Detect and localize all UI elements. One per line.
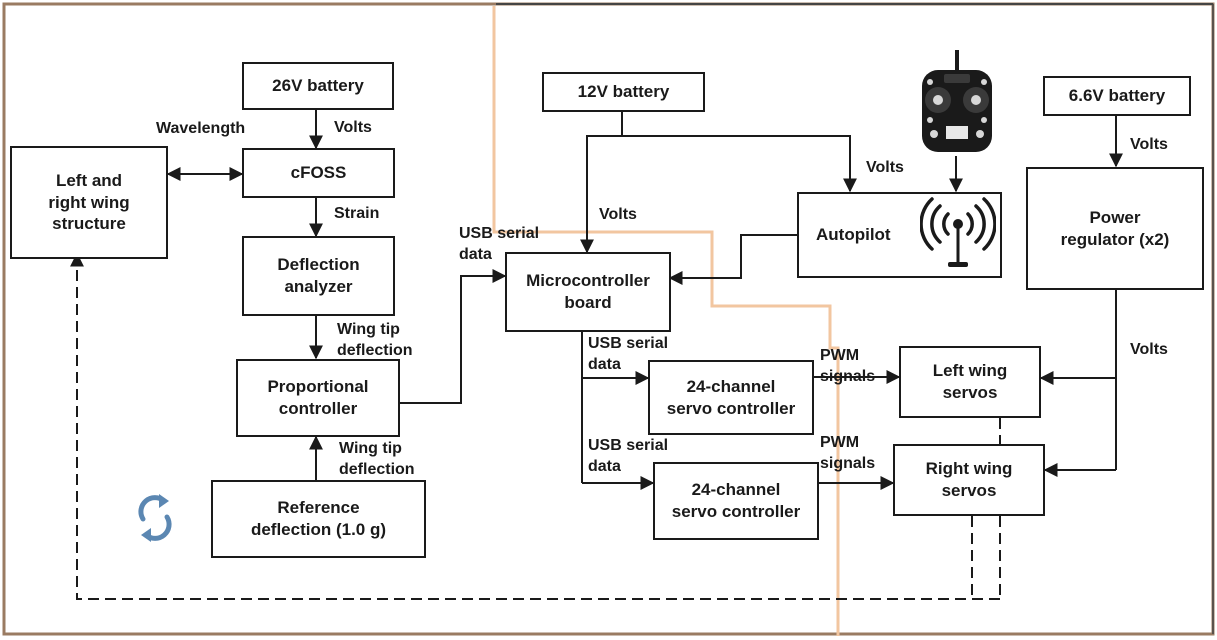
battery-26v-block: 26V battery <box>242 62 394 110</box>
label-volts-mcu: Volts <box>599 206 637 223</box>
servo-controller-top-block: 24-channel servo controller <box>648 360 814 435</box>
microcontroller-block: Microcontroller board <box>505 252 671 332</box>
right-wing-servos-block: Right wing servos <box>893 444 1045 516</box>
label-volts-cfoss: Volts <box>334 119 372 136</box>
battery-12v-block: 12V battery <box>542 72 705 112</box>
label-volts-autopilot: Volts <box>866 159 904 176</box>
left-wing-servos-block: Left wing servos <box>899 346 1041 418</box>
label-wavelength: Wavelength <box>156 120 246 137</box>
power-regulator-block: Power regulator (x2) <box>1026 167 1204 290</box>
wire-12v-mcu <box>580 112 623 254</box>
label-usb-serial-main: USB serial data <box>459 225 540 263</box>
label-volts-regulator: Volts <box>1130 136 1168 153</box>
label-pwm-bottom: PWM signals <box>820 434 876 472</box>
battery-6v6-block: 6.6V battery <box>1043 76 1191 116</box>
proportional-controller-block: Proportional controller <box>236 359 400 437</box>
label-usb-serial-top: USB serial data <box>588 335 669 373</box>
rc-transmitter-icon <box>922 50 992 152</box>
wireless-antenna-icon <box>920 197 996 267</box>
refresh-cycle-icon <box>138 494 172 542</box>
label-wing-tip-bottom: Wing tip deflection <box>339 440 415 478</box>
feedback-return <box>70 252 1000 600</box>
label-pwm-top: PWM signals <box>820 347 876 385</box>
label-volts-servos: Volts <box>1130 341 1168 358</box>
wing-structure-block: Left and right wing structure <box>10 146 168 259</box>
wire-controller-mcu <box>400 269 507 404</box>
reference-deflection-block: Reference deflection (1.0 g) <box>211 480 426 558</box>
servo-controller-bottom-block: 24-channel servo controller <box>653 462 819 540</box>
autopilot-label: Autopilot <box>816 225 891 245</box>
label-strain: Strain <box>334 205 380 222</box>
deflection-analyzer-block: Deflection analyzer <box>242 236 395 316</box>
cfoss-block: cFOSS <box>242 148 395 198</box>
wire-12v-autopilot <box>622 135 857 193</box>
overlay-orange-divider <box>492 6 840 636</box>
wire-autopilot-mcu <box>668 234 797 285</box>
label-usb-serial-bottom: USB serial data <box>588 437 669 475</box>
label-wing-tip-top: Wing tip deflection <box>337 321 413 359</box>
